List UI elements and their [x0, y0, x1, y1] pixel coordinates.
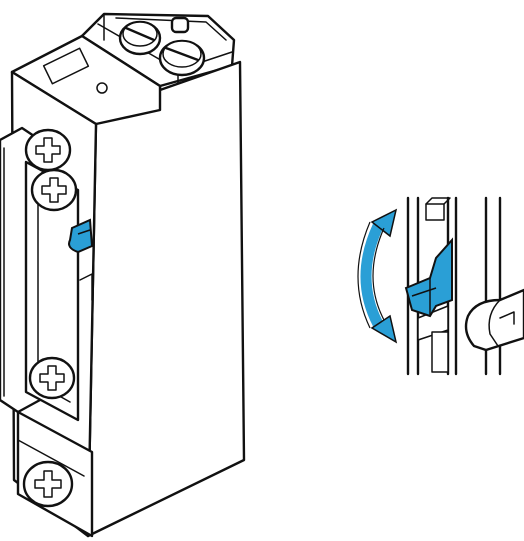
phillips-screw-icon: [28, 356, 76, 400]
latch-tongue: [68, 218, 94, 254]
door-latch-bolt: [464, 288, 524, 352]
curved-double-arrow-icon: [357, 208, 398, 344]
slotted-screw-icon: [158, 39, 206, 77]
phillips-screw-icon: [30, 168, 78, 212]
electric-strike-body: [0, 12, 246, 538]
latch-detail-view: [404, 196, 524, 376]
phillips-screw-icon: [24, 128, 72, 172]
body-side-face: [86, 60, 246, 538]
slotted-screw-icon: [118, 20, 162, 56]
phillips-screw-icon: [22, 460, 74, 508]
latch-tongue-detail: [404, 237, 453, 318]
